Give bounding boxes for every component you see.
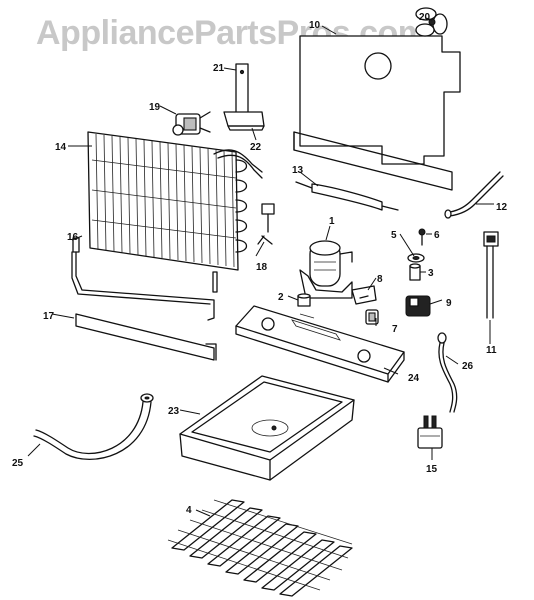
- callout-16: 16: [67, 232, 79, 243]
- part-3-sleeve: [409, 263, 421, 281]
- callout-24: 24: [408, 373, 420, 384]
- callout-23: 23: [168, 406, 180, 417]
- part-26-cord: [437, 332, 458, 413]
- callout-11: 11: [486, 345, 497, 356]
- part-6-screw: [418, 228, 426, 246]
- part-25-hose: [33, 393, 154, 461]
- part-4-heater-grid: [167, 499, 353, 597]
- callout-12: 12: [496, 202, 508, 213]
- callout-labels: 20 10 21 22 19 14 13 12 1 5 6 18 16 3 8 …: [12, 12, 508, 516]
- part-20-fan-blade: [415, 7, 448, 37]
- callout-7: 7: [392, 324, 398, 335]
- callout-13: 13: [292, 165, 304, 176]
- callout-10: 10: [309, 20, 321, 31]
- part-24-base-plate: [235, 305, 405, 383]
- part-19-relay: [172, 111, 211, 136]
- callout-25: 25: [12, 458, 24, 469]
- callout-5: 5: [391, 230, 397, 241]
- callout-6: 6: [434, 230, 440, 241]
- callout-22: 22: [250, 142, 262, 153]
- part-16-tube: [71, 237, 218, 321]
- part-17-strip: [75, 313, 217, 361]
- callout-20: 20: [419, 12, 431, 23]
- part-21-22-bracket: [223, 63, 265, 131]
- part-14-condenser: [87, 131, 263, 271]
- part-9-overload: [405, 295, 431, 317]
- callout-1: 1: [329, 216, 335, 227]
- callout-17: 17: [43, 311, 55, 322]
- part-13-drier: [295, 181, 399, 211]
- callout-26: 26: [462, 361, 474, 372]
- part-23-drain-pan: [179, 375, 355, 481]
- part-8-clip: [351, 285, 377, 305]
- part-1-compressor: [299, 240, 353, 299]
- callout-18: 18: [256, 262, 268, 273]
- callout-19: 19: [149, 102, 161, 113]
- part-11-harness: [483, 231, 499, 319]
- part-5-washer: [407, 253, 425, 263]
- part-18-connector: [257, 203, 275, 245]
- callout-4: 4: [186, 505, 192, 516]
- part-12-tube: [444, 171, 504, 219]
- callout-2: 2: [278, 292, 284, 303]
- callout-21: 21: [213, 63, 225, 74]
- callout-3: 3: [428, 268, 434, 279]
- callout-15: 15: [426, 464, 438, 475]
- callout-9: 9: [446, 298, 452, 309]
- leader-lines: [27, 17, 494, 517]
- part-7-cover: [365, 309, 379, 325]
- part-15-relay: [417, 415, 443, 449]
- callout-8: 8: [377, 274, 383, 285]
- part-2-grommet: [297, 293, 311, 307]
- part-10-back-panel: [293, 35, 461, 191]
- callout-14: 14: [55, 142, 67, 153]
